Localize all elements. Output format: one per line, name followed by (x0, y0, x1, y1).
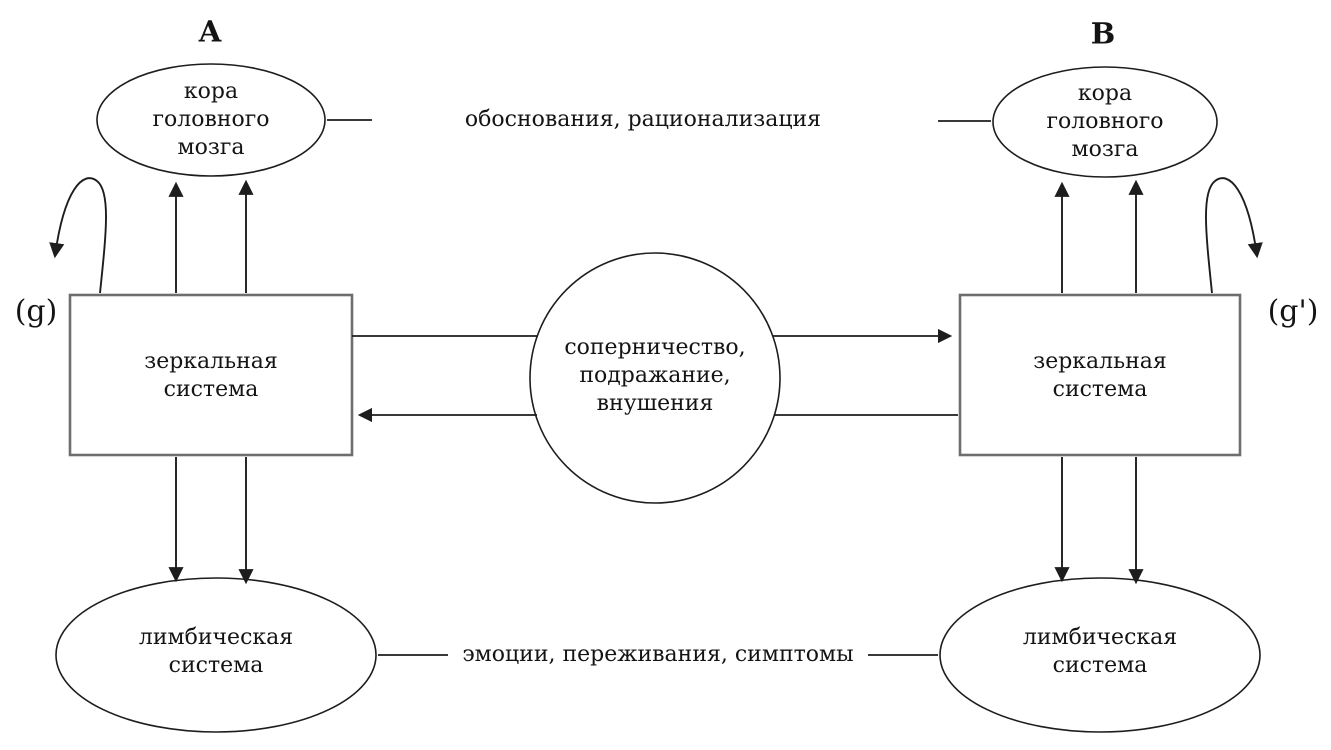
cortex-label-b: кора головного мозга (1046, 80, 1164, 163)
mirror-label-b: зеркальная система (1033, 348, 1167, 402)
limbic-label-a: лимбическая система (138, 624, 294, 678)
rationalization-text: обоснования, рационализация (464, 106, 822, 132)
person-b-label: B (1090, 16, 1116, 51)
interaction-circle-label: соперничество, подражание, внушения (564, 334, 746, 417)
mirror-box-a (68, 293, 354, 457)
emotions-text: эмоции, переживания, симптомы (462, 641, 854, 667)
cortex-ellipse-a (96, 63, 326, 177)
g-label-a: (g) (14, 293, 58, 329)
interaction-circle (529, 252, 781, 504)
cortex-ellipse-b (992, 66, 1218, 178)
limbic-label-b: лимбическая система (1022, 624, 1178, 678)
limbic-ellipse-b (939, 577, 1261, 733)
mirror-label-a: зеркальная система (144, 348, 278, 402)
loop-arrow-a (49, 177, 107, 294)
mirror-box-b (958, 293, 1242, 457)
g-label-b: (g') (1267, 293, 1319, 329)
person-a-label: A (198, 14, 222, 49)
limbic-ellipse-a (55, 577, 377, 733)
cortex-label-a: кора головного мозга (152, 78, 270, 161)
loop-arrow-b (1205, 177, 1263, 294)
